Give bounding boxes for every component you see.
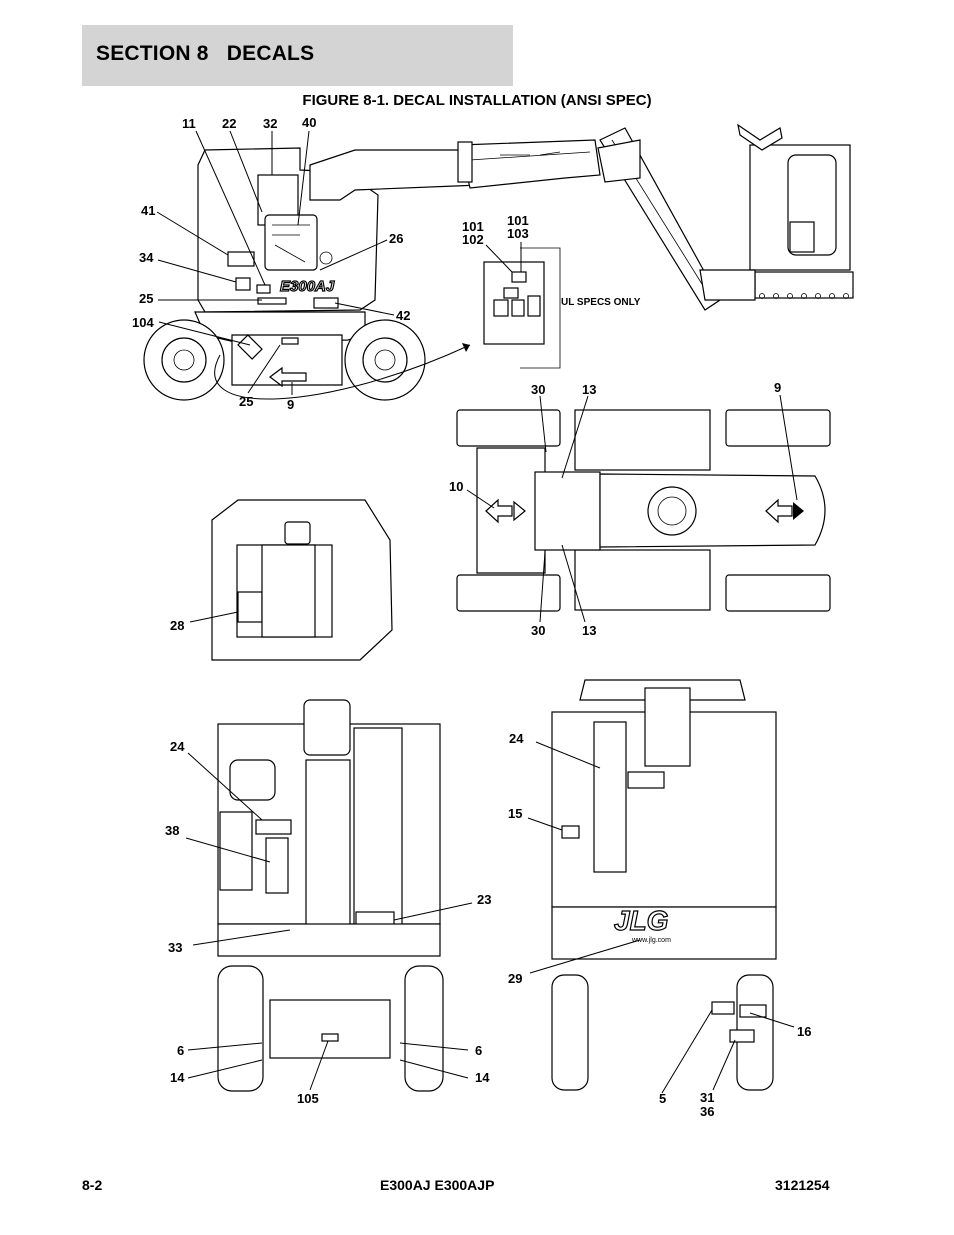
callout-31: 31 — [700, 1090, 714, 1105]
callout-34: 34 — [139, 250, 154, 265]
callout-5: 5 — [659, 1091, 666, 1106]
callout-104: 104 — [132, 315, 154, 330]
callout-30-bottom: 30 — [531, 623, 545, 638]
callout-23: 23 — [477, 892, 491, 907]
callout-30-top: 30 — [531, 382, 545, 397]
controller-detail-view: 28 — [170, 499, 393, 661]
figure-title: FIGURE 8-1. DECAL INSTALLATION (ANSI SPE… — [302, 92, 652, 109]
callout-25-top: 25 — [139, 291, 153, 306]
footer-model: E300AJ E300AJP — [380, 1177, 495, 1193]
callout-101-right: 101 — [507, 213, 529, 228]
section-banner: SECTION 8 DECALS — [82, 25, 513, 86]
brand-logo-decal: JLG — [614, 905, 668, 936]
callout-16: 16 — [797, 1024, 811, 1039]
callout-28: 28 — [170, 618, 184, 633]
callout-6-right: 6 — [475, 1043, 482, 1058]
rear-view-left: 24 38 23 33 6 6 14 14 105 — [165, 699, 491, 1106]
callout-36: 36 — [700, 1104, 714, 1119]
callout-25-bottom: 25 — [239, 394, 253, 409]
rear-view-right: JLG www.jlg.com 24 15 29 16 5 31 36 — [508, 679, 811, 1119]
callout-102: 102 — [462, 232, 484, 247]
callout-42: 42 — [396, 308, 410, 323]
ul-specs-note: UL SPECS ONLY — [561, 297, 641, 308]
section-title: SECTION 8 DECALS — [96, 42, 315, 65]
callout-41: 41 — [141, 203, 155, 218]
callout-6-left: 6 — [177, 1043, 184, 1058]
callout-29: 29 — [508, 971, 522, 986]
callout-24-left: 24 — [170, 739, 185, 754]
callout-11: 11 — [182, 116, 196, 131]
callout-13-top: 13 — [582, 382, 596, 397]
callout-33: 33 — [168, 940, 182, 955]
footer-document-number: 3121254 — [775, 1177, 830, 1193]
callout-103: 103 — [507, 226, 529, 241]
callout-14-right: 14 — [475, 1070, 490, 1085]
callout-26: 26 — [389, 231, 403, 246]
callout-9-side: 9 — [287, 397, 294, 412]
callout-101-left: 101 — [462, 219, 484, 234]
callout-22: 22 — [222, 116, 236, 131]
callout-15: 15 — [508, 806, 522, 821]
website-decal: www.jlg.com — [631, 937, 671, 944]
top-view: 30 13 9 10 30 13 — [449, 380, 831, 638]
model-logo-decal: E300AJ — [280, 278, 335, 295]
callout-24-right: 24 — [509, 731, 524, 746]
callout-9-top: 9 — [774, 380, 781, 395]
callout-14-left: 14 — [170, 1070, 185, 1085]
callout-13-bottom: 13 — [582, 623, 596, 638]
callout-40: 40 — [302, 115, 316, 130]
callout-32: 32 — [263, 116, 277, 131]
callout-10: 10 — [449, 479, 463, 494]
footer-page-number: 8-2 — [82, 1177, 103, 1193]
side-view: E300AJ — [132, 115, 854, 412]
callout-105: 105 — [297, 1091, 319, 1106]
callout-38: 38 — [165, 823, 179, 838]
